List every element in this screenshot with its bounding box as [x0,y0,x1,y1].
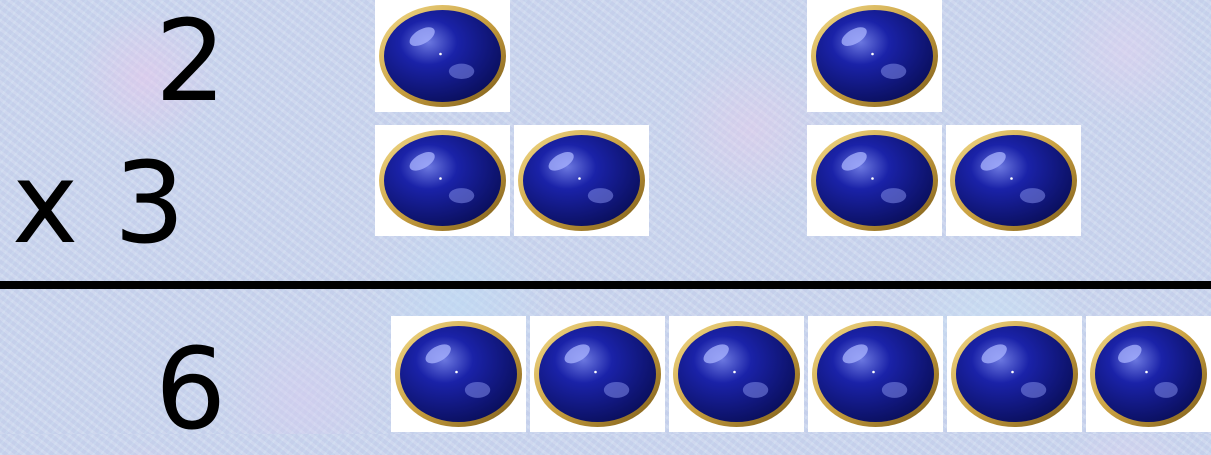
gem-counter-icon [514,125,649,236]
gem-counter-icon [808,316,943,432]
gem-counter-icon [530,316,665,432]
gem-counter-icon [375,0,510,112]
gem-counter-icon [375,125,510,236]
gem-counter-icon [1086,316,1211,432]
gem-counter-icon [807,125,942,236]
gem-counter-icon [669,316,804,432]
gem-counter-icon [946,125,1081,236]
gem-counter-icon [807,0,942,112]
multiplier: x 3 [12,148,185,260]
result-number: 6 [155,334,226,446]
top-number: 2 [155,6,226,118]
divider-line [0,281,1211,289]
gem-counter-icon [947,316,1082,432]
gem-counter-icon [391,316,526,432]
